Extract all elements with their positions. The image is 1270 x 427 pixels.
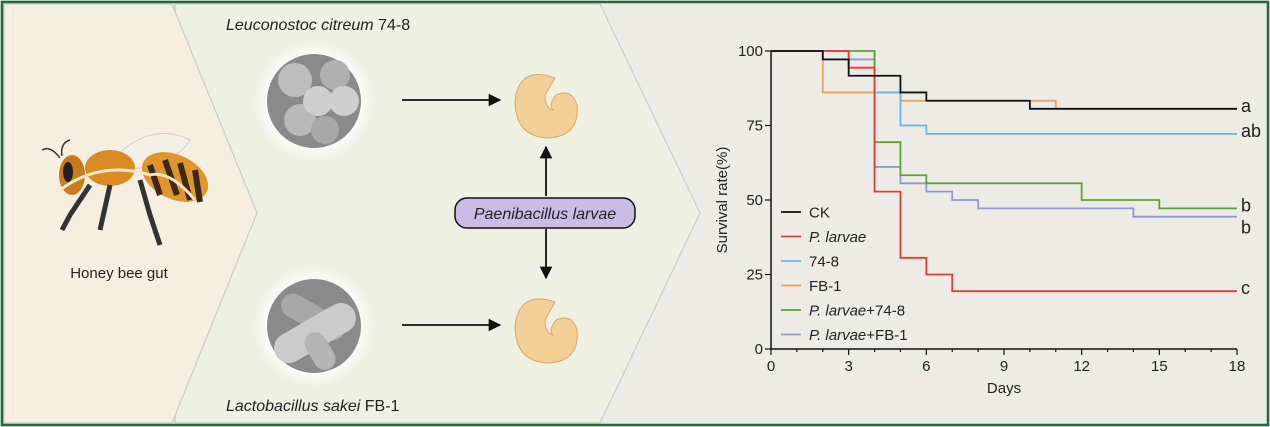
honey-bee-icon <box>41 133 209 246</box>
x-tick-label: 15 <box>1151 358 1168 375</box>
survival-chart: Survival rate(%) Days 0 3 6 9 12 15 18 0 25 50 75 1… <box>714 43 1261 397</box>
strain-bottom-label: Lactobacillus sakei FB-1 <box>226 398 400 415</box>
bee-label: Honey bee gut <box>70 265 168 282</box>
x-axis-label: Days <box>987 380 1021 397</box>
larva-icon-bottom <box>514 298 578 364</box>
y-tick-label: 25 <box>746 267 763 284</box>
x-tick-label: 9 <box>1000 358 1008 375</box>
legend-label: 74-8 <box>809 254 839 271</box>
x-tick-label: 6 <box>922 358 930 375</box>
significance-letter: b <box>1241 217 1251 237</box>
y-tick-label: 0 <box>755 341 763 358</box>
significance-letter: b <box>1241 195 1251 215</box>
x-tick-label: 18 <box>1229 358 1246 375</box>
sem-image-lactobacillus <box>252 264 376 388</box>
legend-label: FB-1 <box>809 278 842 295</box>
sem-image-leuconostoc <box>252 39 376 163</box>
series-line-p-larvae-fb-1 <box>771 50 1237 218</box>
larva-icon-top <box>514 74 578 139</box>
significance-letter: c <box>1241 278 1250 298</box>
significance-letter: ab <box>1241 121 1261 141</box>
legend-label: CK <box>809 205 830 222</box>
x-tick-label: 3 <box>844 358 852 375</box>
x-tick-label: 12 <box>1073 358 1090 375</box>
legend-label: P. larvae+FB-1 <box>809 327 908 344</box>
strain-top-label: Leuconostoc citreum 74-8 <box>226 17 410 34</box>
pathogen-label: Paenibacillus larvae <box>474 206 616 223</box>
legend-label: P. larvae <box>809 229 866 246</box>
species-bottom: Lactobacillus sakei <box>226 398 361 415</box>
panel-bee <box>3 3 258 424</box>
series-line-ck <box>771 50 1237 110</box>
pathogen-badge: Paenibacillus larvae <box>454 197 636 229</box>
y-axis-label: Survival rate(%) <box>714 147 731 254</box>
strain-bottom-id: FB-1 <box>365 398 400 415</box>
y-tick-label: 50 <box>746 192 763 209</box>
y-tick-label: 75 <box>746 118 763 135</box>
x-tick-label: 0 <box>767 358 775 375</box>
strain-top-id: 74-8 <box>378 17 410 34</box>
species-top: Leuconostoc citreum <box>226 17 374 34</box>
legend-label: P. larvae+74-8 <box>809 303 905 320</box>
significance-letter: a <box>1241 96 1252 116</box>
y-tick-label: 100 <box>738 43 763 60</box>
